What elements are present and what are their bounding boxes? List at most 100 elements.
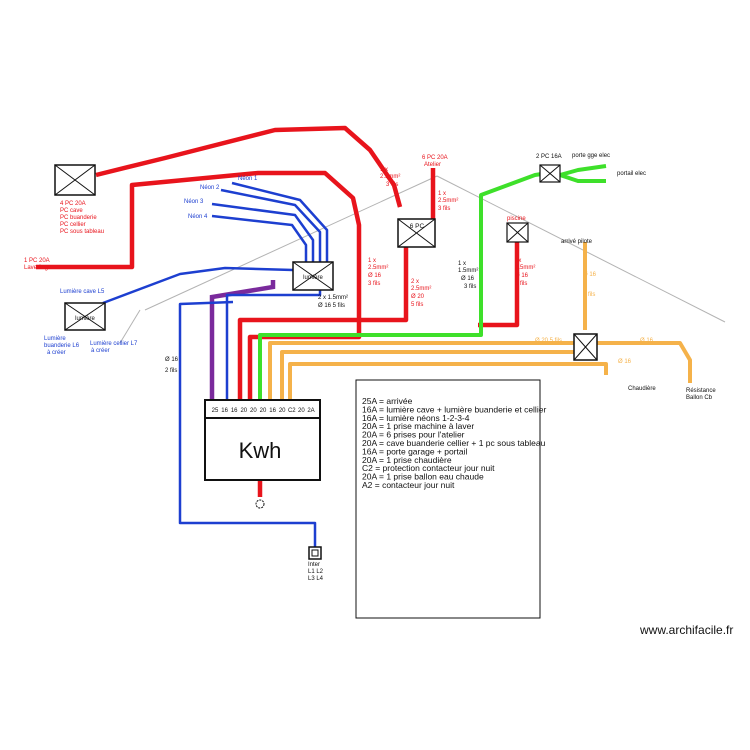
orange-16c-label: Ø 16 (618, 359, 632, 365)
atelier-label-1: Atelier (424, 162, 441, 168)
lumiere-buanderie-0: Lumière (44, 336, 66, 342)
breaker-label-10: 2A (307, 408, 314, 414)
prise-cable-1: 1.5mm² (458, 268, 478, 274)
resistance-label-1: Ballon Cb (686, 395, 713, 401)
legend-line-8: C2 = protection contacteur jour nuit (362, 463, 495, 473)
meter-label: Kwh (239, 438, 282, 463)
legend-line-1: 16A = lumière cave + lumière buanderie e… (362, 404, 546, 414)
breaker-label-7: 20 (279, 408, 286, 414)
atelier-cable-1-0: 1 x (380, 167, 388, 173)
lumiere-buanderie-1: buanderie L6 (44, 343, 80, 349)
atelier-cable-2-2: 3 fils (438, 206, 450, 212)
cave-label-4: PC sous tableau (60, 229, 104, 235)
box-label-6pc: 6 PC (410, 223, 425, 230)
breaker-label-4: 20 (250, 408, 257, 414)
green-cable (258, 164, 607, 400)
prise-cable-0: 1 x (458, 261, 466, 267)
green-cable-1: 2.5mm² (515, 265, 535, 271)
legend-line-0: 25A = arrivée (362, 396, 413, 406)
orange-2fils-label: 2 fils (583, 292, 595, 298)
lave-linge-label-1: Lave linge (24, 265, 52, 271)
legend-line-2: 16A = lumière néons 1-2-3-4 (362, 413, 470, 423)
arrivee-pilote-label: arrivé pilote (561, 239, 593, 245)
lum-cable-0: 2 x 1.5mm² (318, 295, 348, 301)
legend-line-6: 16A = porte garage + portail (362, 446, 467, 456)
breaker-label-0: 25 (212, 408, 219, 414)
box-label-lumiere: lumière (303, 275, 323, 281)
blue-cables (102, 181, 329, 549)
breaker-label-2: 16 (231, 408, 238, 414)
blue-2fils-label: 2 fils (165, 368, 177, 374)
red-vert-1: 2.5mm² (368, 265, 388, 271)
red-vert-0: 1 x (368, 258, 376, 264)
atelier-cable-1-2: 3 fils (386, 182, 398, 188)
atelier-cable-1-1: 2.5mm² (380, 174, 400, 180)
inter-switch (308, 546, 322, 560)
legend-line-9: 20A = 1 prise ballon eau chaude (362, 472, 484, 482)
legend-line-3: 20A = 1 prise machine à laver (362, 421, 474, 431)
porte-group-label: 2 PC 16A (536, 154, 562, 160)
lumiere-cave-label: Lumière cave L5 (60, 289, 105, 295)
red-vert2-2: Ø 20 (411, 294, 425, 300)
cave-group-label: 4 PC 20A PC cave PC buanderie PC cellier… (60, 201, 104, 235)
lumiere-buanderie-2: à créer (47, 350, 66, 356)
piscine-label: piscine (507, 216, 526, 222)
legend-line-4: 20A = 6 prises pour l'atelier (362, 430, 465, 440)
junction-box-porte (539, 164, 561, 183)
lumiere-cellier-0: Lumière cellier L7 (90, 341, 138, 347)
cave-label-2: PC buanderie (60, 215, 97, 221)
orange-20-label: Ø 20 5 fils (535, 338, 562, 344)
inter-label-2: L3 L4 (308, 576, 324, 582)
prise-cable-2: Ø 16 (461, 276, 475, 282)
red-vert-2: Ø 16 (368, 273, 382, 279)
orange-16b-label: Ø 16 (640, 338, 654, 344)
porte-gge-label: porte gge elec (572, 153, 610, 159)
red-vert2-1: 2.5mm² (411, 286, 431, 292)
junction-box-lumiere-1: lumière (292, 261, 334, 291)
junction-box-piscine (506, 222, 529, 243)
breaker-label-6: 16 (269, 408, 276, 414)
watermark: www.archifacile.fr (639, 623, 733, 637)
box-label-lumiere-2: lumière (75, 316, 95, 322)
ground-symbol (255, 499, 265, 509)
atelier-cable-2-1: 2.5mm² (438, 198, 458, 204)
orange-16-label: Ø 16 (583, 272, 597, 278)
lumiere-cellier-1: à créer (91, 348, 110, 354)
junction-box-arrivee (573, 333, 598, 361)
chaudiere-label: Chaudière (628, 386, 656, 392)
neon1-label: Néon 1 (238, 176, 258, 182)
red-vert2-3: 5 fils (411, 302, 423, 308)
breaker-label-9: 20 (298, 408, 305, 414)
green-cable-3: 3 fils (515, 281, 527, 287)
breaker-label-1: 16 (221, 408, 228, 414)
legend-line-10: A2 = contacteur jour nuit (362, 480, 455, 490)
inter-label-0: Inter (308, 562, 320, 568)
cave-label-0: 4 PC 20A (60, 201, 86, 207)
junction-box-cave (54, 164, 96, 196)
resistance-label-0: Résistance (686, 388, 716, 394)
green-cable-0: 1x (515, 258, 521, 264)
cave-label-1: PC cave (60, 208, 83, 214)
junction-box-lumiere-2: lumière (64, 302, 106, 331)
red-vert2-0: 2 x (411, 279, 419, 285)
green-cable-2: Ø 16 (515, 273, 529, 279)
cave-label-3: PC cellier (60, 222, 86, 228)
atelier-cable-2-0: 1 x (438, 191, 446, 197)
inter-label-1: L1 L2 (308, 569, 324, 575)
legend-line-5: 20A = cave buanderie cellier + 1 pc sous… (362, 438, 546, 448)
lave-linge-label-0: 1 PC 20A (24, 258, 50, 264)
breaker-label-3: 20 (240, 408, 247, 414)
breaker-label-5: 20 (260, 408, 267, 414)
neon2-label: Néon 2 (200, 185, 220, 191)
legend-line-7: 20A = 1 prise chaudière (362, 455, 452, 465)
orange-cables (268, 242, 692, 400)
legend-box (355, 379, 541, 619)
neon3-label: Néon 3 (184, 199, 204, 205)
portail-label: portail elec (617, 171, 646, 177)
breaker-label-8: C2 (288, 408, 296, 414)
roof-outline (119, 175, 726, 344)
purple-cable (209, 280, 276, 400)
